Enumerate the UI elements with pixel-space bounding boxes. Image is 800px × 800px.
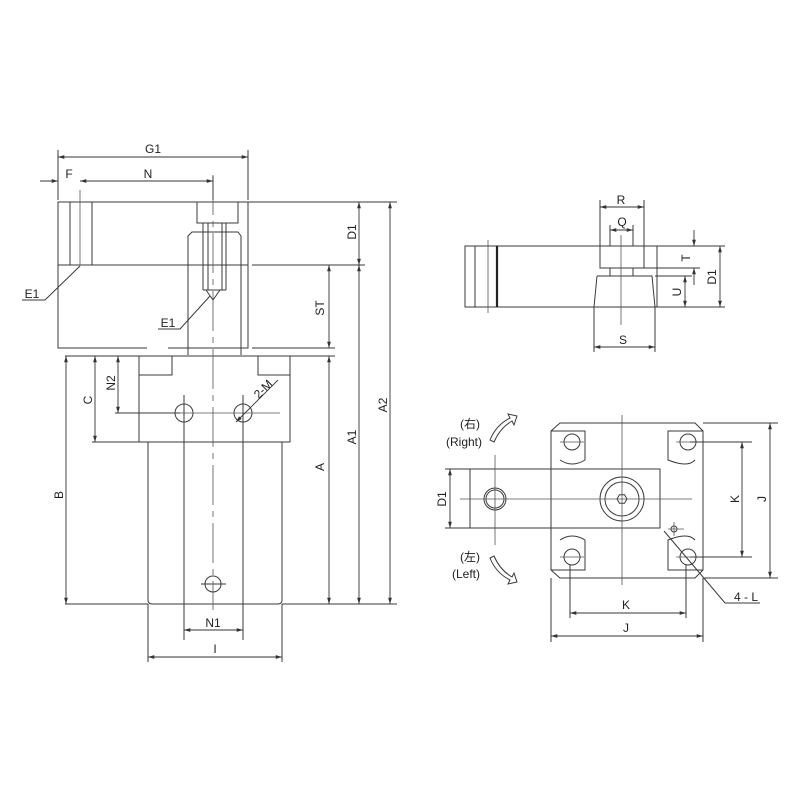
dim-A: A (313, 463, 327, 471)
dim-T: T (679, 254, 693, 262)
dim-R: R (617, 193, 626, 207)
dim-A1: A1 (345, 429, 359, 444)
body-block (138, 355, 291, 443)
dim-2-M: 2-M (251, 377, 276, 402)
dim-B: B (52, 491, 66, 499)
mounting-holes (551, 430, 703, 571)
plan-arm (469, 468, 661, 529)
side-view: G1 F N D1 ST A A1 A2 B C N2 N1 I 2-M E1 … (22, 142, 397, 662)
dim-Q: Q (617, 215, 626, 229)
dim-J-horizontal: J (623, 621, 629, 635)
dim-D1: D1 (345, 224, 359, 240)
rotate-right-arrow-icon (489, 413, 518, 443)
dim-I: I (213, 642, 216, 656)
plan-view: D1 K J K J 4 - L (右) (Right) (左) (Left) (435, 413, 778, 642)
dim-K-horizontal: K (622, 598, 630, 612)
dim-N1: N1 (205, 616, 221, 630)
dim-G1: G1 (145, 142, 161, 156)
clamp-arm (57, 190, 249, 349)
dim-U: U (670, 288, 684, 297)
label-left-cn: (左) (460, 549, 480, 564)
dim-K-vertical: K (728, 495, 742, 503)
dim-N: N (144, 167, 153, 181)
dim-D1-plan: D1 (435, 491, 449, 507)
dim-N2: N2 (104, 375, 118, 391)
label-left: (Left) (452, 567, 480, 581)
label-E1-groove: E1 (25, 287, 40, 301)
dim-S: S (619, 333, 627, 347)
dim-F: F (65, 167, 72, 181)
label-E1-bolt: E1 (161, 316, 176, 330)
dim-J-vertical: J (755, 496, 769, 502)
plunger (187, 231, 242, 355)
label-right-cn: (右) (460, 416, 480, 431)
rotate-left-arrow-icon (489, 555, 518, 585)
dim-4-L: 4 - L (734, 590, 758, 604)
base-plate (550, 422, 704, 579)
bolt (196, 201, 239, 301)
front-view: R Q S T U D1 (464, 193, 725, 352)
dim-D1-front: D1 (705, 269, 719, 285)
cylinder-body (147, 395, 283, 640)
dim-A2: A2 (376, 397, 390, 412)
dim-ST: ST (313, 300, 327, 316)
label-right: (Right) (446, 435, 482, 449)
dim-C: C (81, 395, 95, 404)
